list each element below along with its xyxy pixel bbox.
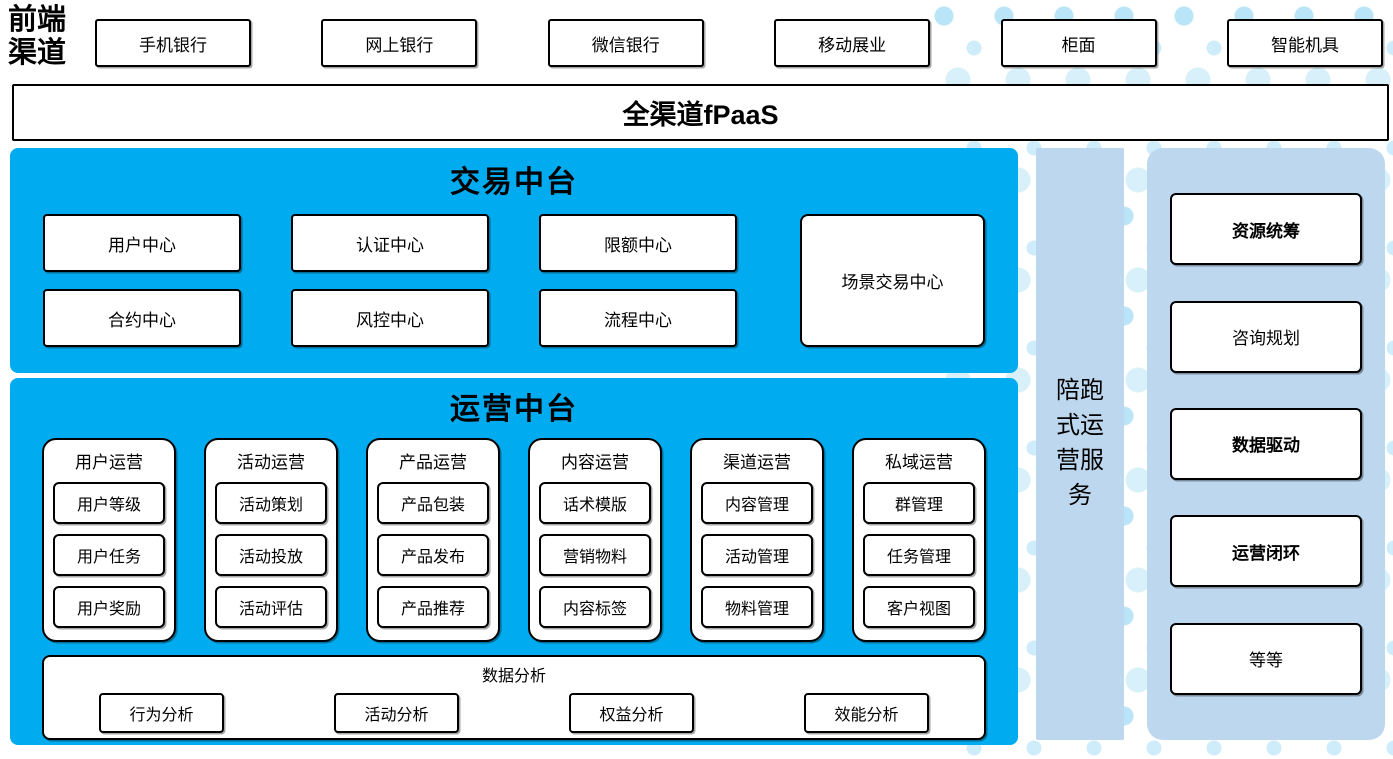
transaction-platform-title: 交易中台: [450, 166, 578, 199]
operation-column-header: 用户运营: [75, 453, 143, 472]
operation-column-header: 渠道运营: [723, 453, 791, 472]
channel-box-online-banking: 网上银行: [321, 19, 478, 67]
panel-box-consulting-planning: 咨询规划: [1170, 300, 1362, 373]
service-capability-panel: 资源统筹 咨询规划 数据驱动 运营闭环 等等: [1147, 148, 1385, 740]
operation-column-campaign: 活动运营 活动策划 活动投放 活动评估: [204, 438, 338, 642]
operation-item: 产品发布: [377, 534, 489, 576]
operation-column-product: 产品运营 产品包装 产品发布 产品推荐: [366, 438, 500, 642]
operation-item: 用户奖励: [53, 586, 165, 628]
operation-item: 内容管理: [701, 482, 813, 524]
analytics-box-campaign: 活动分析: [334, 693, 459, 733]
transaction-platform-body: 用户中心 认证中心 限额中心 合约中心 风控中心 流程中心 场景交易中心: [10, 214, 1018, 347]
operation-column-content: 内容运营 话术模版 营销物料 内容标签: [528, 438, 662, 642]
operation-item: 活动投放: [215, 534, 327, 576]
data-analytics-panel: 数据分析 行为分析 活动分析 权益分析 效能分析: [42, 655, 986, 740]
front-channel-row: 手机银行 网上银行 微信银行 移动展业 柜面 智能机具: [95, 19, 1383, 67]
fpaas-bar: 全渠道fPaaS: [12, 84, 1389, 141]
analytics-box-benefit: 权益分析: [569, 693, 694, 733]
channel-box-mobile-marketing: 移动展业: [774, 19, 931, 67]
operation-item: 物料管理: [701, 586, 813, 628]
operation-item: 产品包装: [377, 482, 489, 524]
operation-item: 活动管理: [701, 534, 813, 576]
operation-item: 活动评估: [215, 586, 327, 628]
operation-columns: 用户运营 用户等级 用户任务 用户奖励 活动运营 活动策划 活动投放 活动评估 …: [10, 438, 1018, 642]
operation-column-user: 用户运营 用户等级 用户任务 用户奖励: [42, 438, 176, 642]
operation-item: 内容标签: [539, 586, 651, 628]
panel-box-resource-coordination: 资源统筹: [1170, 193, 1362, 266]
data-analytics-title: 数据分析: [481, 668, 546, 685]
channel-box-mobile-banking: 手机银行: [95, 19, 251, 67]
operation-item: 活动策划: [215, 482, 327, 524]
center-box-process: 流程中心: [539, 289, 737, 347]
operation-item: 产品推荐: [377, 586, 489, 628]
center-box-user: 用户中心: [43, 214, 241, 272]
transaction-center-grid: 用户中心 认证中心 限额中心 合约中心 风控中心 流程中心: [43, 214, 737, 347]
operation-item: 营销物料: [539, 534, 651, 576]
operation-platform-section: 运营中台 用户运营 用户等级 用户任务 用户奖励 活动运营 活动策划 活动投放 …: [10, 378, 1018, 745]
accompany-operation-service-label: 陪跑式运营服务: [1055, 377, 1104, 509]
operation-column-header: 产品运营: [399, 453, 467, 472]
panel-box-etc: 等等: [1170, 622, 1362, 695]
scene-transaction-center-box: 场景交易中心: [800, 214, 985, 347]
operation-column-channel: 渠道运营 内容管理 活动管理 物料管理: [690, 438, 824, 642]
operation-column-header: 内容运营: [561, 453, 629, 472]
front-channel-label: 前端渠道: [8, 4, 67, 70]
operation-item: 群管理: [863, 482, 975, 524]
center-box-limit: 限额中心: [539, 214, 737, 272]
operation-column-header: 活动运营: [237, 453, 305, 472]
transaction-platform-section: 交易中台 用户中心 认证中心 限额中心 合约中心 风控中心 流程中心 场景交易中…: [10, 148, 1018, 373]
channel-box-counter: 柜面: [1000, 19, 1157, 67]
operation-column-private-domain: 私域运营 群管理 任务管理 客户视图: [852, 438, 986, 642]
analytics-box-behavior: 行为分析: [99, 693, 224, 733]
operation-column-header: 私域运营: [885, 453, 953, 472]
channel-box-smart-machine: 智能机具: [1226, 19, 1383, 67]
center-box-auth: 认证中心: [291, 214, 489, 272]
operation-item: 用户任务: [53, 534, 165, 576]
operation-item: 任务管理: [863, 534, 975, 576]
accompany-operation-service-strip: 陪跑式运营服务: [1036, 148, 1124, 740]
panel-box-operation-loop: 运营闭环: [1170, 515, 1362, 588]
center-box-risk: 风控中心: [291, 289, 489, 347]
operation-item: 用户等级: [53, 482, 165, 524]
panel-box-data-driven: 数据驱动: [1170, 407, 1362, 480]
center-box-contract: 合约中心: [43, 289, 241, 347]
data-analytics-row: 行为分析 活动分析 权益分析 效能分析: [44, 693, 984, 733]
channel-box-wechat-banking: 微信银行: [547, 19, 704, 67]
analytics-box-efficiency: 效能分析: [804, 693, 929, 733]
operation-item: 客户视图: [863, 586, 975, 628]
operation-item: 话术模版: [539, 482, 651, 524]
operation-platform-title: 运营中台: [450, 393, 578, 426]
